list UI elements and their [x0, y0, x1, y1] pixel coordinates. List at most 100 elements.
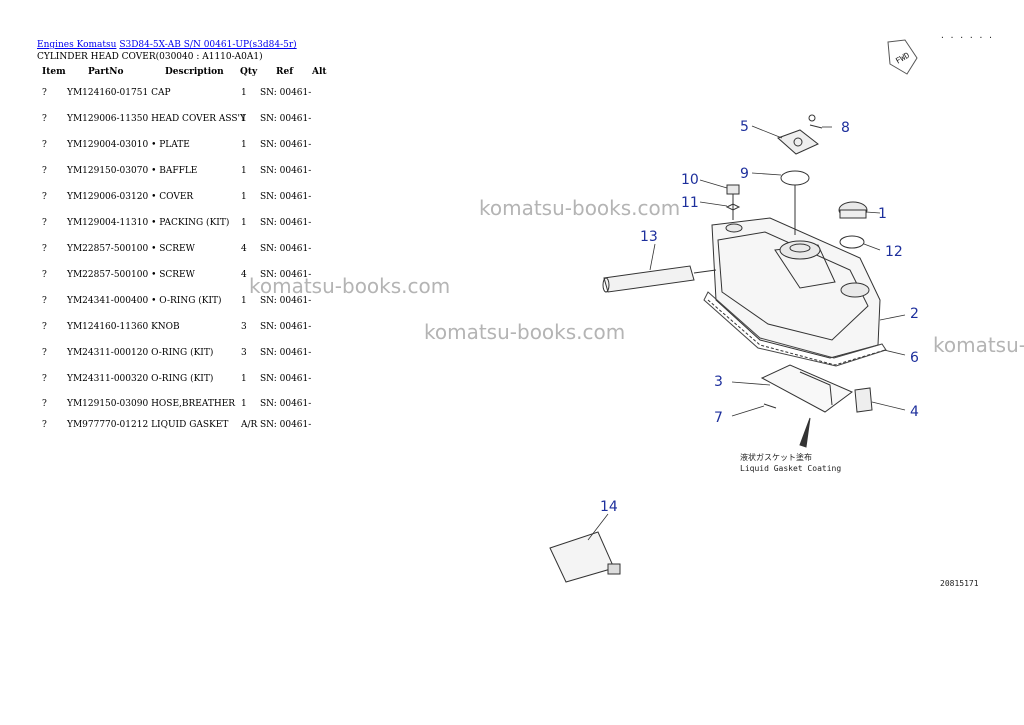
- cell-description: LIQUID GASKET: [151, 420, 229, 430]
- cell-partno-description: YM22857-500100 • SCREW: [67, 244, 195, 254]
- cell-ref: SN: 00461-: [260, 114, 312, 124]
- cell-partno-description: YM129006-03120 • COVER: [67, 192, 193, 202]
- cell-ref: SN: 00461-: [260, 244, 312, 254]
- cell-partno-description: YM124160-01751 CAP: [67, 88, 171, 98]
- cell-partno-description: YM22857-500100 • SCREW: [67, 270, 195, 280]
- drawing-number: 20815171: [940, 579, 979, 588]
- breadcrumb-engines-link[interactable]: Engines Komatsu: [37, 40, 117, 50]
- cell-item: ?: [42, 166, 47, 176]
- cell-item: ?: [42, 399, 47, 409]
- callout-6: 6: [910, 350, 919, 366]
- cell-ref: SN: 00461-: [260, 140, 312, 150]
- cell-item: ?: [42, 88, 47, 98]
- cell-partno-description: YM977770-01212 LIQUID GASKET: [67, 420, 228, 430]
- callout-1: 1: [878, 206, 887, 222]
- head-cover-drawing: [549, 114, 887, 583]
- callout-2: 2: [910, 306, 919, 322]
- cell-partno-description: YM129006-11350 HEAD COVER ASS'Y: [67, 114, 246, 124]
- watermark: komatsu-books.com: [479, 196, 681, 220]
- cell-description: • SCREW: [151, 270, 195, 280]
- cell-item: ?: [42, 322, 47, 332]
- cell-partno: YM22857-500100: [67, 244, 149, 254]
- cell-partno-description: YM24311-000320 O-RING (KIT): [67, 374, 213, 384]
- cell-ref: SN: 00461-: [260, 166, 312, 176]
- cell-partno: YM22857-500100: [67, 270, 149, 280]
- cell-ref: SN: 00461-: [260, 218, 312, 228]
- cell-item: ?: [42, 296, 47, 306]
- forward-arrow-icon: FWD: [887, 39, 918, 75]
- cell-qty: 4: [241, 270, 247, 280]
- cell-qty: 1: [241, 399, 247, 409]
- cell-description: • BAFFLE: [151, 166, 198, 176]
- leader-lines: [587, 125, 906, 541]
- cell-item: ?: [42, 374, 47, 384]
- cell-description: HOSE,BREATHER: [151, 399, 236, 409]
- cell-partno: YM977770-01212: [67, 420, 149, 430]
- cell-description: O-RING (KIT): [151, 348, 214, 358]
- callout-3: 3: [714, 374, 723, 390]
- callout-9: 9: [740, 166, 749, 182]
- callout-7: 7: [714, 410, 723, 426]
- breadcrumb: Engines Komatsu S3D84-5X-AB S/N 00461-UP…: [37, 40, 297, 50]
- column-header-partno: PartNo: [88, 67, 124, 77]
- cell-qty: 1: [241, 88, 247, 98]
- cell-ref: SN: 00461-: [260, 374, 312, 384]
- cell-partno: YM124160-01751: [67, 88, 149, 98]
- callout-11: 11: [681, 195, 699, 211]
- callout-12: 12: [885, 244, 903, 260]
- cell-item: ?: [42, 114, 47, 124]
- cell-partno: YM24341-000400: [67, 296, 149, 306]
- cell-description: CAP: [151, 88, 171, 98]
- cell-qty: 1: [241, 218, 247, 228]
- top-right-code: · · · · · ·: [940, 33, 993, 42]
- callout-10: 10: [681, 172, 699, 188]
- cell-qty: 1: [241, 374, 247, 384]
- cell-partno-description: YM129150-03070 • BAFFLE: [67, 166, 197, 176]
- cell-item: ?: [42, 218, 47, 228]
- cell-description: HEAD COVER ASS'Y: [151, 114, 246, 124]
- cell-qty: 1: [241, 296, 247, 306]
- column-header-description: Description: [165, 67, 224, 77]
- breadcrumb-model-link[interactable]: S3D84-5X-AB S/N 00461-UP(s3d84-5r): [119, 40, 297, 50]
- cell-ref: SN: 00461-: [260, 348, 312, 358]
- cell-qty: 3: [241, 322, 247, 332]
- cell-partno: YM24311-000320: [67, 374, 149, 384]
- column-header-item: Item: [42, 67, 66, 77]
- parts-diagram: FWD · · · · · ·: [549, 33, 993, 588]
- cell-item: ?: [42, 244, 47, 254]
- note-japanese: 液状ガスケット塗布: [740, 452, 812, 462]
- cell-partno: YM129006-03120: [67, 192, 149, 202]
- note-english: Liquid Gasket Coating: [740, 464, 841, 473]
- cell-partno-description: YM24341-000400 • O-RING (KIT): [67, 296, 222, 306]
- callout-8: 8: [841, 120, 850, 136]
- cell-description: O-RING (KIT): [151, 374, 214, 384]
- cell-item: ?: [42, 140, 47, 150]
- cell-partno: YM129150-03090: [67, 399, 149, 409]
- callout-5: 5: [740, 119, 749, 135]
- column-header-ref: Ref: [276, 67, 294, 77]
- cell-qty: 1: [241, 140, 247, 150]
- cell-ref: SN: 00461-: [260, 192, 312, 202]
- cell-description: • COVER: [151, 192, 194, 202]
- cell-partno: YM129006-11350: [67, 114, 149, 124]
- cell-description: • O-RING (KIT): [151, 296, 222, 306]
- cell-item: ?: [42, 192, 47, 202]
- cell-description: • PLATE: [151, 140, 190, 150]
- cell-partno-description: YM129004-03010 • PLATE: [67, 140, 190, 150]
- cell-partno-description: YM129150-03090 HOSE,BREATHER: [67, 399, 235, 409]
- cell-qty: A/R: [241, 420, 258, 430]
- cell-ref: SN: 00461-: [260, 420, 312, 430]
- cell-ref: SN: 00461-: [260, 296, 312, 306]
- cell-qty: 1: [241, 192, 247, 202]
- callout-4: 4: [910, 404, 919, 420]
- watermark: komatsu-books.com: [424, 320, 626, 344]
- page-subtitle: CYLINDER HEAD COVER(030040 : A1110-A0A1): [37, 52, 263, 62]
- cell-partno: YM24311-000120: [67, 348, 149, 358]
- column-header-qty: Qty: [240, 67, 258, 77]
- column-header-alt: Alt: [312, 67, 327, 77]
- cell-qty: 1: [241, 114, 247, 124]
- cell-partno-description: YM124160-11360 KNOB: [67, 322, 180, 332]
- cell-ref: SN: 00461-: [260, 322, 312, 332]
- callout-14: 14: [600, 499, 618, 515]
- cell-partno: YM129004-11310: [67, 218, 149, 228]
